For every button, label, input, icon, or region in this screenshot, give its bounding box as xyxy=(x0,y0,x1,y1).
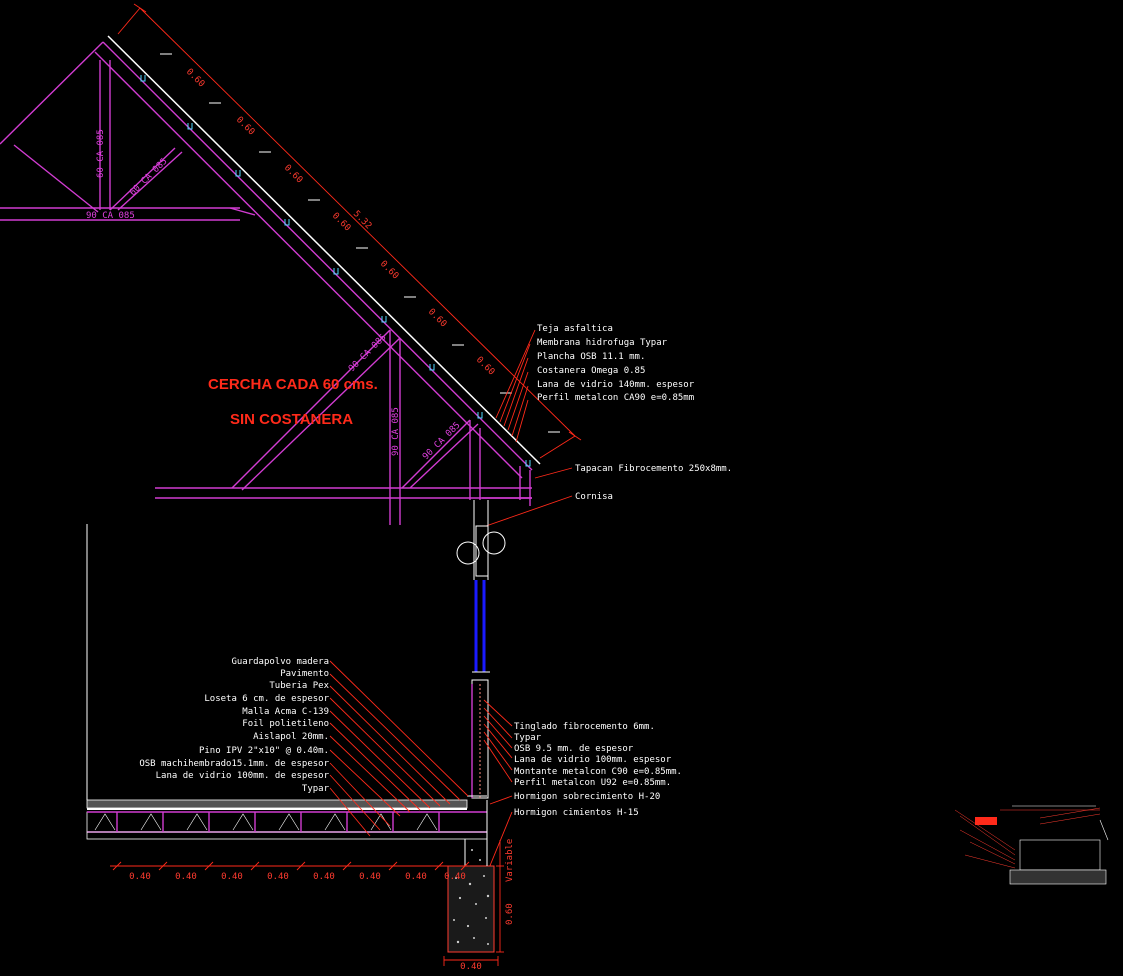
wall-layer-notes: Tinglado fibrocemento 6mm. Typar OSB 9.5… xyxy=(514,722,682,818)
floor-layer-label: Pino IPV 2"x10" @ 0.40m. xyxy=(199,746,329,756)
drawing-title: CERCHA CADA 60 cms. SIN COSTANERA xyxy=(208,376,378,428)
floor-layer-label: Aislapol 20mm. xyxy=(253,732,329,742)
floor-dim-label: 0.40 xyxy=(405,872,427,882)
floor-dimension-chain: 0.40 0.40 0.40 0.40 0.40 0.40 0.40 0.40 xyxy=(110,861,470,882)
slope-ticks xyxy=(160,53,560,433)
slope-dim-label: 0.60 xyxy=(474,355,496,377)
slope-dim-label: 0.60 xyxy=(330,211,352,233)
roof-layer-label: Costanera Omega 0.85 xyxy=(537,366,645,376)
wall-layer-label: OSB 9.5 mm. de espesor xyxy=(514,744,634,754)
title-line-1: CERCHA CADA 60 cms. xyxy=(208,376,378,393)
floor-layer-label: OSB machihembrado15.1mm. de espesor xyxy=(139,759,329,769)
slope-dim-labels: 0.60 0.60 0.60 0.60 0.60 0.60 0.60 5.32 xyxy=(184,67,496,377)
footing xyxy=(447,800,495,953)
floor-dim-label: 0.40 xyxy=(267,872,289,882)
wall-layer-label: Lana de vidrio 100mm. espesor xyxy=(514,755,672,765)
slope-dim-total: 5.32 xyxy=(351,209,373,231)
floor-layer-label: Loseta 6 cm. de espesor xyxy=(204,694,329,704)
footing-dimensions: 0.40 0.60 Variable xyxy=(443,839,515,972)
eave-label-fascia: Tapacan Fibrocemento 250x8mm. xyxy=(575,464,732,474)
slope-dimension xyxy=(117,3,582,459)
eave-label-cornice: Cornisa xyxy=(575,492,613,502)
roof-truss xyxy=(0,35,541,525)
roof-layer-label: Perfil metalcon CA90 e=0.85mm xyxy=(537,393,694,403)
wall-layer-label: Hormigon cimientos H-15 xyxy=(514,808,639,818)
floor-layer-label: Pavimento xyxy=(280,669,329,679)
floor-dim-label: 0.40 xyxy=(313,872,335,882)
floor-layer-label: Malla Acma C-139 xyxy=(242,707,329,717)
roof-layer-label: Membrana hidrofuga Typar xyxy=(537,338,668,348)
roof-layer-leaders xyxy=(485,329,573,527)
member-label: 90 CA 085 xyxy=(347,333,389,375)
floor-layer-notes: Guardapolvo madera Pavimento Tuberia Pex… xyxy=(139,657,329,794)
floor-dim-label: 0.40 xyxy=(129,872,151,882)
member-label: 60 CA 085 xyxy=(128,157,170,199)
floor-dim-label: 0.40 xyxy=(359,872,381,882)
slope-dim-label: 0.60 xyxy=(426,307,448,329)
floor-layer-label: Tuberia Pex xyxy=(269,681,329,691)
wall-layer-label: Montante metalcon C90 e=0.85mm. xyxy=(514,767,682,777)
slope-dim-label: 0.60 xyxy=(234,115,256,137)
floor-dim-label: 0.40 xyxy=(444,872,466,882)
thumbnail-detail xyxy=(954,805,1109,885)
roof-layer-label: Teja asfaltica xyxy=(537,324,613,334)
member-label: 60 CA 085 xyxy=(96,129,106,178)
slope-dim-label: 0.60 xyxy=(378,259,400,281)
roof-clips xyxy=(140,75,531,467)
floor-layer-label: Lana de vidrio 100mm. de espesor xyxy=(156,771,330,781)
wall-layer-label: Hormigon sobrecimiento H-20 xyxy=(514,792,660,802)
footing-variable-dim: Variable xyxy=(505,839,515,882)
floor-layer-leaders xyxy=(329,660,469,837)
wall-layer-label: Typar xyxy=(514,733,542,743)
roof-layer-notes: Teja asfaltica Membrana hidrofuga Typar … xyxy=(537,324,732,502)
roof-layer-label: Lana de vidrio 140mm. espesor xyxy=(537,380,695,390)
member-label: 90 CA 085 xyxy=(421,421,463,463)
wall-section xyxy=(456,500,506,799)
title-line-2: SIN COSTANERA xyxy=(230,411,353,428)
floor-dim-label: 0.40 xyxy=(221,872,243,882)
member-label: 90 CA 085 xyxy=(391,407,401,456)
floor-layer-label: Guardapolvo madera xyxy=(231,657,329,667)
floor-layer-label: Typar xyxy=(302,784,330,794)
wall-layer-label: Tinglado fibrocemento 6mm. xyxy=(514,722,655,732)
footing-width-dim: 0.40 xyxy=(460,962,482,972)
roof-layer-label: Plancha OSB 11.1 mm. xyxy=(537,352,645,362)
floor-dim-label: 0.40 xyxy=(175,872,197,882)
member-label: 90 CA 085 xyxy=(86,211,135,221)
wall-layer-label: Perfil metalcon U92 e=0.85mm. xyxy=(514,778,671,788)
floor-layer-label: Foil polietileno xyxy=(242,719,329,729)
footing-depth-dim: 0.60 xyxy=(505,903,515,925)
